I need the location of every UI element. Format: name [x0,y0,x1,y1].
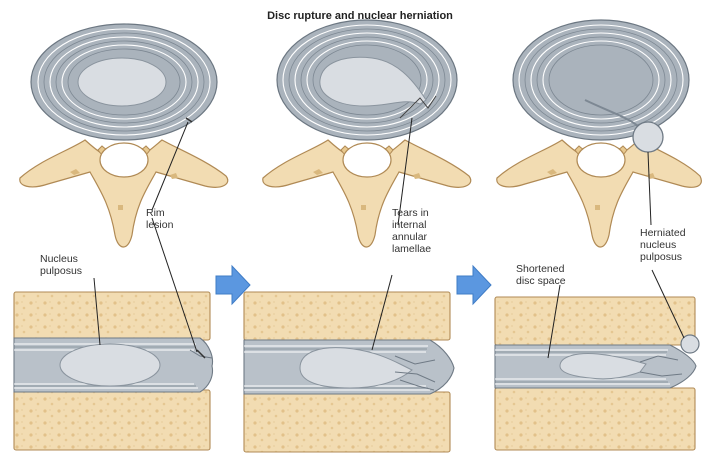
panel-1-sagittal-section [14,292,213,450]
panel-3-vertebra-top [497,20,702,247]
progression-arrow-2 [457,266,491,304]
panel-1-vertebra-top [20,24,228,247]
panel-2-sagittal-section [244,292,454,452]
panel-2-vertebra-top [263,20,471,247]
panel-3-sagittal-section [495,297,699,450]
